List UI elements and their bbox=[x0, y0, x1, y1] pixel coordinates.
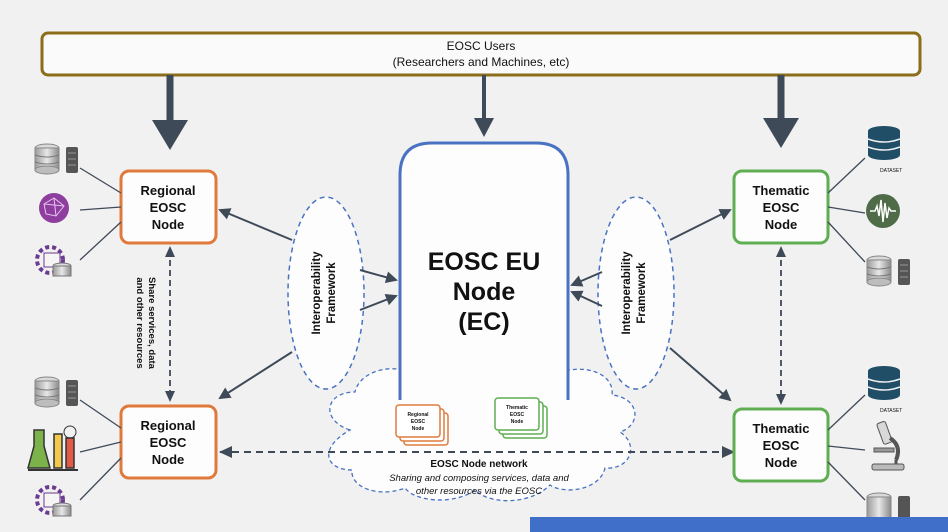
regional-node-bottom-line2: EOSC bbox=[150, 435, 187, 450]
share-label-line2: and other resources bbox=[134, 277, 145, 368]
server-stack-icon bbox=[866, 492, 910, 522]
regional-node-bottom-line1: Regional bbox=[141, 418, 196, 433]
thematic-node-bottom bbox=[732, 407, 830, 483]
server-stack-icon bbox=[866, 255, 910, 287]
network-desc-line1: Sharing and composing services, data and bbox=[389, 473, 569, 484]
mini-regional-node: Regional EOSC Node bbox=[395, 404, 449, 446]
thematic-node-top-line3: Node bbox=[765, 217, 798, 232]
thematic-node-bottom-line3: Node bbox=[765, 455, 798, 470]
share-label-line1: Share services, data bbox=[146, 277, 157, 370]
regional-thematic-dashed-arrow bbox=[219, 446, 735, 458]
mini-regional-line1: Regional bbox=[407, 412, 429, 418]
regional-node-top-line1: Regional bbox=[141, 183, 196, 198]
interop-ellipse-left bbox=[287, 196, 365, 390]
network-desc-line2: other resources via the EOSC bbox=[416, 486, 542, 497]
users-title: EOSC Users bbox=[447, 39, 516, 53]
thematic-vertical-dashed-arrow bbox=[776, 246, 786, 405]
accent-bar bbox=[530, 517, 948, 532]
interop-right-line1: Interoperability bbox=[621, 251, 633, 335]
regional-vertical-dashed-arrow bbox=[165, 246, 175, 402]
microscope-icon bbox=[871, 421, 905, 471]
icon-connectors bbox=[79, 157, 866, 501]
gear-database-icon bbox=[35, 245, 72, 277]
thematic-node-bottom-line2: EOSC bbox=[763, 438, 800, 453]
interop-label-left: Interoperability Framework bbox=[311, 251, 338, 335]
interop-ellipse-right bbox=[597, 196, 675, 390]
interop-right-line2: Framework bbox=[636, 262, 648, 324]
chemistry-lab-icon bbox=[27, 425, 78, 471]
interop-label-right: Interoperability Framework bbox=[621, 251, 648, 335]
users-to-thematic-arrow bbox=[763, 75, 799, 148]
server-stack-icon bbox=[34, 376, 78, 408]
brain-network-icon bbox=[39, 193, 69, 223]
dataset-label-bottom: DATASET bbox=[880, 408, 902, 414]
interop-left-line2: Framework bbox=[326, 262, 338, 324]
mini-thematic-line3: Node bbox=[511, 419, 524, 425]
database-icon bbox=[867, 126, 901, 160]
regional-node-top-line2: EOSC bbox=[150, 200, 187, 215]
network-title: EOSC Node network bbox=[430, 459, 528, 470]
mini-thematic-line2: EOSC bbox=[510, 412, 525, 418]
gear-database-icon bbox=[35, 485, 72, 517]
eu-node-line1: EOSC EU bbox=[428, 248, 541, 276]
regional-node-bottom-line3: Node bbox=[152, 452, 185, 467]
waveform-icon bbox=[866, 194, 900, 228]
eu-node-line2: Node bbox=[453, 278, 516, 306]
share-label: Share services, data and other resources bbox=[134, 277, 157, 370]
regional-node-top-line3: Node bbox=[152, 217, 185, 232]
server-stack-icon bbox=[34, 143, 78, 175]
thematic-node-top-line1: Thematic bbox=[752, 183, 809, 198]
mini-regional-line3: Node bbox=[412, 426, 425, 432]
thematic-node-top-line2: EOSC bbox=[763, 200, 800, 215]
users-to-regional-arrow bbox=[152, 75, 188, 150]
thematic-node-bottom-line1: Thematic bbox=[752, 421, 809, 436]
eu-node-box bbox=[398, 141, 570, 400]
interop-arrows-left bbox=[218, 208, 398, 400]
mini-thematic-line1: Thematic bbox=[506, 405, 528, 411]
dataset-label-top: DATASET bbox=[880, 168, 902, 174]
users-to-eu-arrow bbox=[474, 75, 494, 137]
database-icon bbox=[867, 366, 901, 400]
eu-node-line3: (EC) bbox=[458, 308, 509, 336]
users-box bbox=[40, 31, 922, 77]
mini-regional-line2: EOSC bbox=[411, 419, 426, 425]
users-subtitle: (Researchers and Machines, etc) bbox=[393, 55, 570, 69]
interop-arrows-right bbox=[570, 209, 732, 402]
mini-thematic-node: Thematic EOSC Node bbox=[494, 397, 548, 439]
interop-left-line1: Interoperability bbox=[311, 251, 323, 335]
